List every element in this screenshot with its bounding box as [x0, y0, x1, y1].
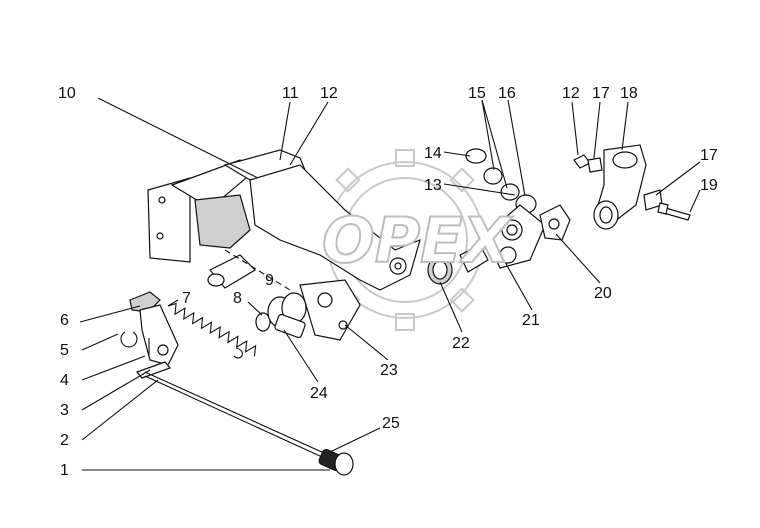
- leader-lines: [79, 97, 701, 471]
- bracket-lever-assembly: [147, 149, 421, 341]
- callout-12b: 12: [562, 85, 580, 102]
- push-rod: [144, 371, 354, 476]
- callout-24: 24: [310, 385, 328, 402]
- callout-22: 22: [452, 335, 470, 352]
- callout-25: 25: [382, 415, 400, 432]
- callout-6: 6: [60, 312, 69, 329]
- valve-assembly: [427, 148, 571, 285]
- callout-10: 10: [58, 85, 76, 102]
- callout-8: 8: [233, 290, 242, 307]
- callout-14: 14: [424, 145, 442, 162]
- callout-21: 21: [522, 312, 540, 329]
- callout-15: 15: [468, 85, 486, 102]
- callout-labels: 1 2 3 4 5 6 7 8 9 10 11 12 13 14 15 16 1…: [58, 85, 718, 479]
- callout-12: 12: [320, 85, 338, 102]
- bolt-assembly-24: [255, 292, 307, 339]
- callout-7: 7: [182, 290, 191, 307]
- callout-17: 17: [592, 85, 610, 102]
- callout-11: 11: [282, 85, 299, 102]
- callout-20: 20: [594, 285, 612, 302]
- callout-3: 3: [60, 402, 69, 419]
- callout-13: 13: [424, 177, 442, 194]
- watermark-text: OPEX: [322, 204, 513, 277]
- callout-18: 18: [620, 85, 638, 102]
- tension-spring: [167, 302, 257, 359]
- callout-1: 1: [60, 462, 69, 479]
- callout-2: 2: [60, 432, 69, 449]
- yoke-assembly: [573, 144, 691, 230]
- callout-9: 9: [265, 272, 274, 289]
- callout-19: 19: [700, 177, 718, 194]
- callout-17b: 17: [700, 147, 718, 164]
- callout-23: 23: [380, 362, 398, 379]
- callout-16: 16: [498, 85, 516, 102]
- callout-5: 5: [60, 342, 69, 359]
- small-lever-group: [120, 291, 179, 379]
- callout-4: 4: [60, 372, 69, 389]
